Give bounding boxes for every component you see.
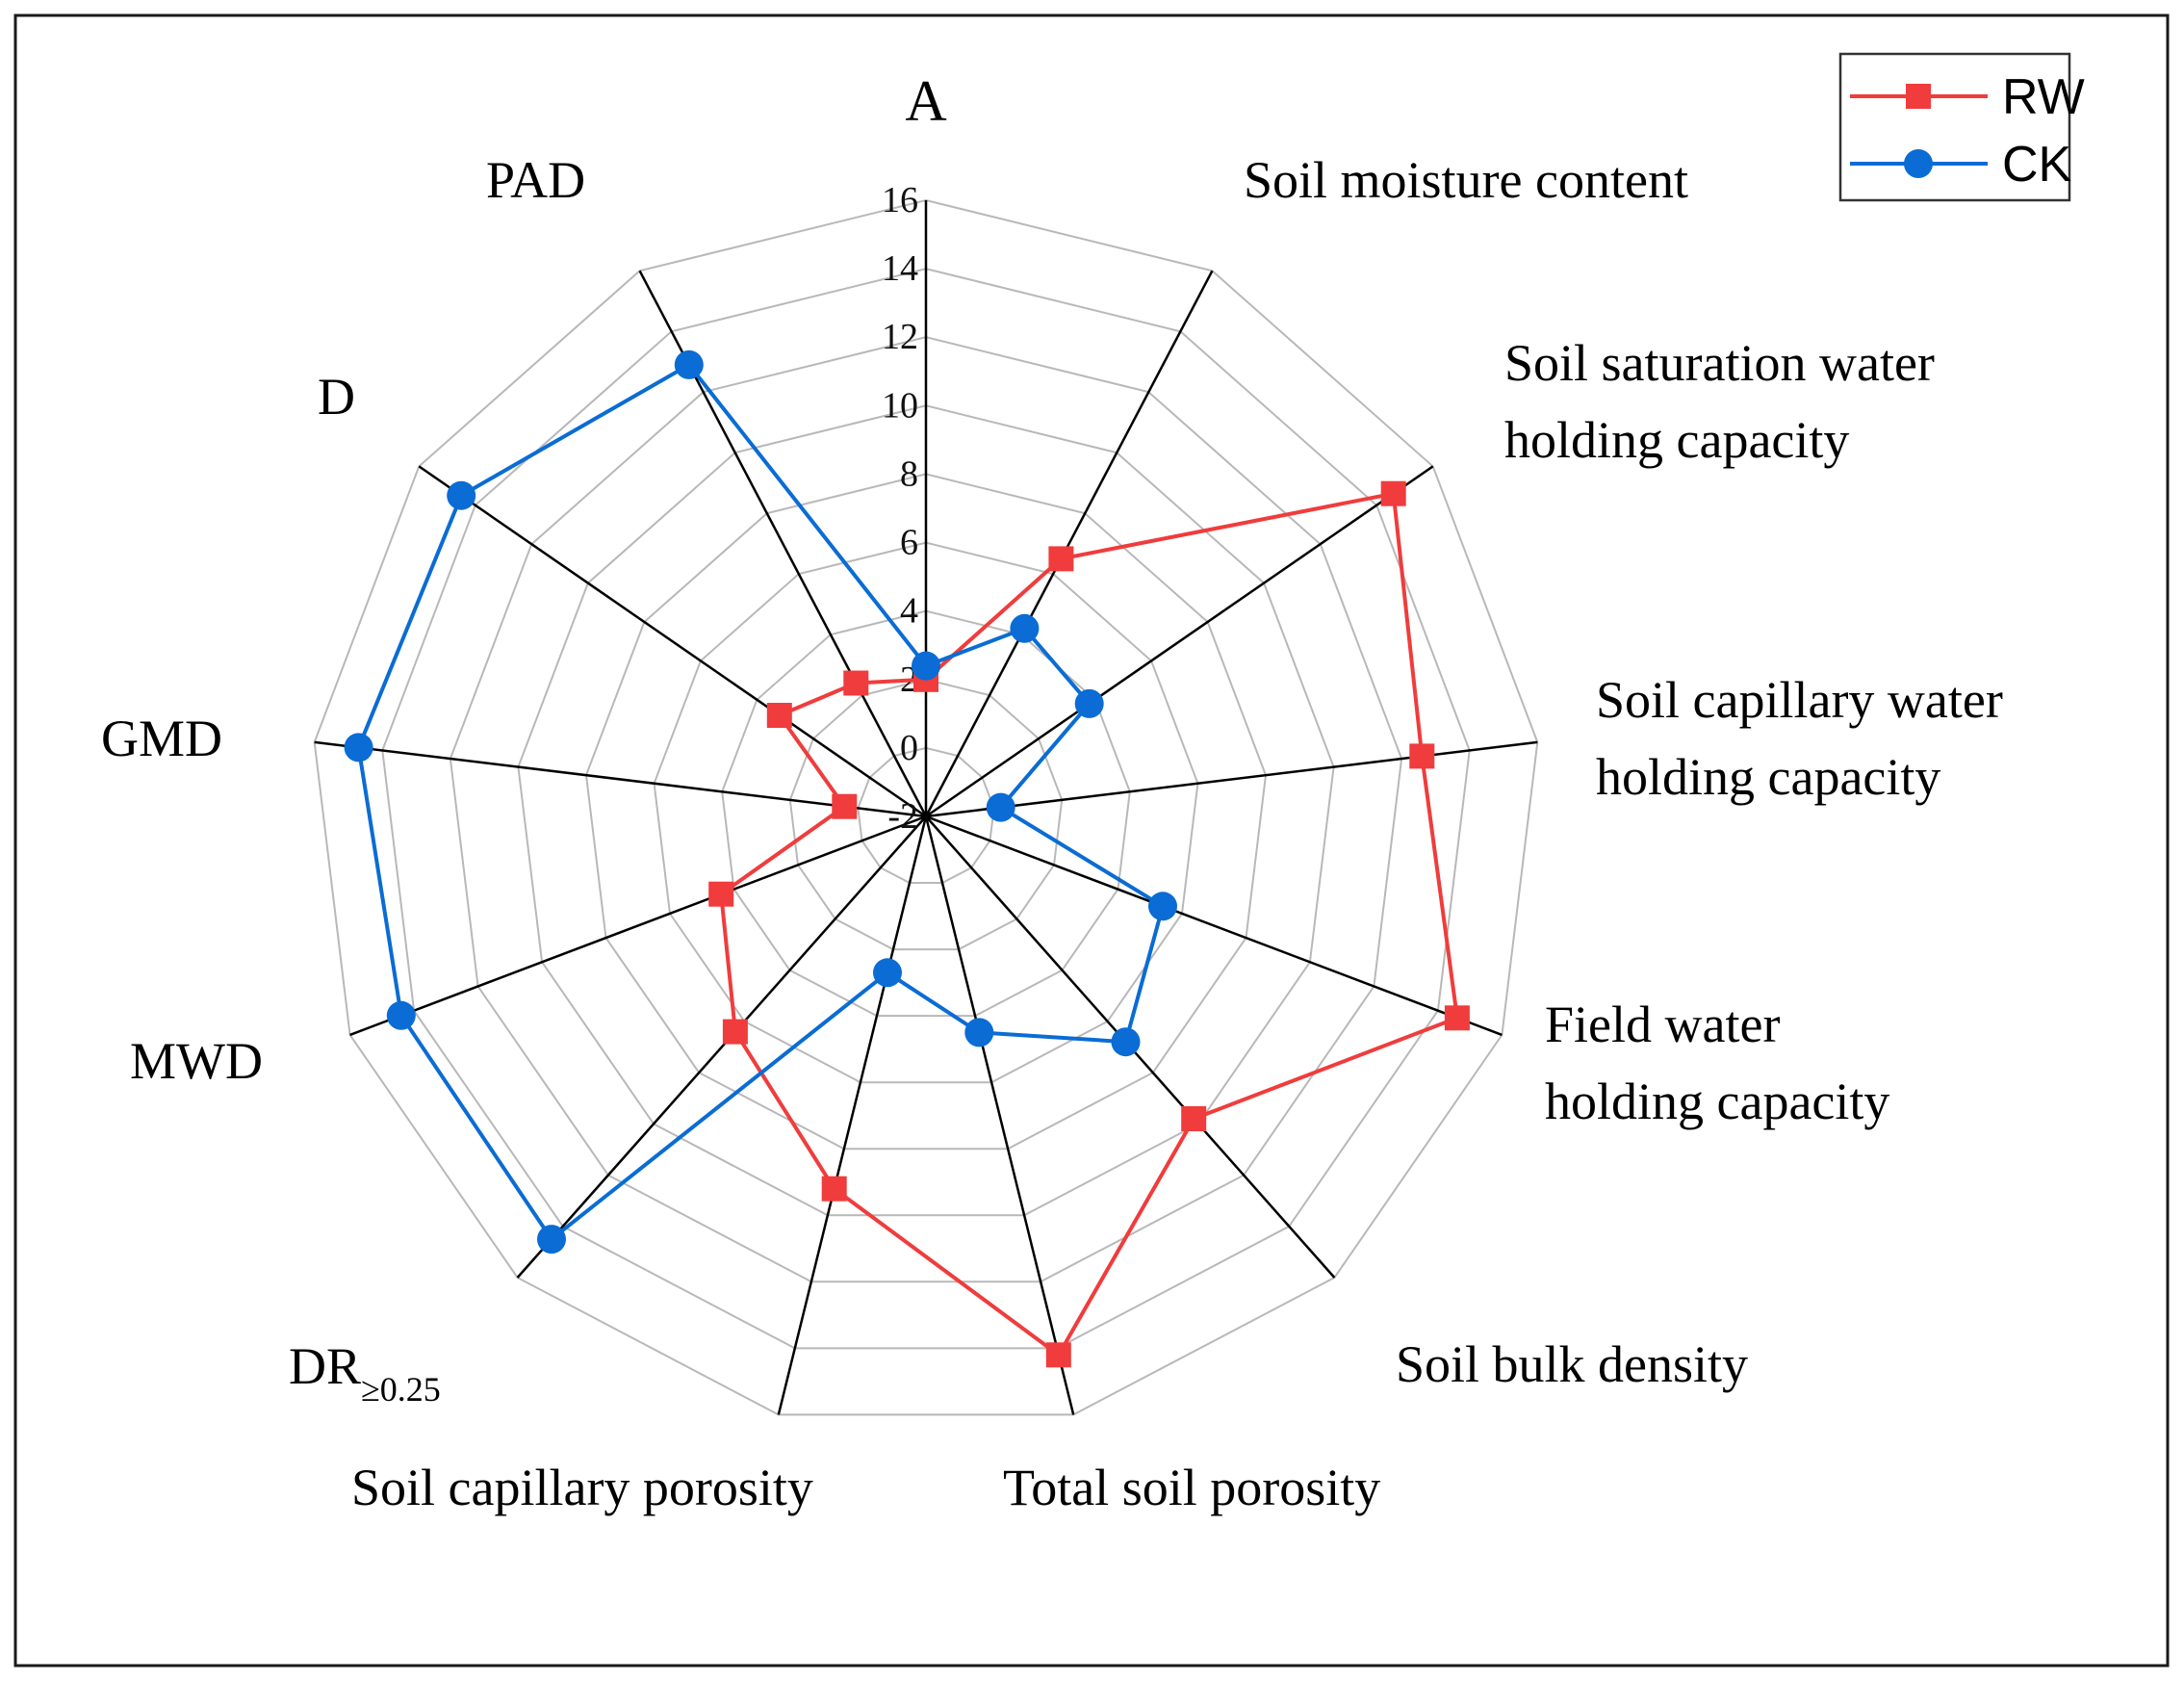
radial-tick-label: 10 [882,385,918,426]
grid-ring [788,678,1064,951]
axis-label-gmd: GMD [101,710,222,767]
data-point-rw-pad [843,670,869,696]
grid-ring [449,336,1403,1283]
data-point-ck-field-water-holding-capacity [1148,892,1177,921]
legend-label-rw: RW [2002,69,2085,125]
grid-ring [381,268,1471,1350]
grid-ring [653,541,1199,1084]
radar-grid [313,198,1539,1416]
axis-label-d: D [318,368,355,426]
data-point-ck-soil-bulk-density [1111,1027,1141,1057]
data-point-ck-a [912,651,940,681]
data-point-ck-d [447,480,476,510]
spoke-gmd [314,740,927,818]
grid-ring [721,609,1131,1018]
radial-tick-label: 8 [900,453,918,494]
legend-box [1838,52,2071,202]
axis-label-pad: PAD [486,151,585,209]
legend: RW CK [1838,52,2085,202]
radial-tick-label: 4 [900,591,918,632]
data-point-ck-gmd [344,733,373,763]
series-layer [344,349,1470,1368]
data-point-rw-soil-capillary-porosity [821,1176,847,1202]
data-point-rw-gmd [832,793,858,819]
axis-label-dr-0-25: DR≥0.25 [289,1337,441,1409]
grid-ring [313,198,1539,1416]
chart-frame [13,13,2170,1668]
series-line-rw [719,491,1459,1358]
axis-label-soil-moisture-content: Soil moisture content [1244,151,1688,209]
spoke-d [418,465,927,818]
series-ck [344,349,1177,1254]
radial-tick-label: -2 [887,796,918,837]
spoke-soil-saturation-water-holding-capacity [925,465,1434,818]
data-point-rw-soil-bulk-density [1181,1106,1207,1131]
spoke-field-water-holding-capacity [925,815,1503,1037]
spoke-soil-moisture-content [924,270,1214,817]
data-point-rw-total-soil-porosity [1045,1342,1071,1368]
radial-tick-label: 12 [882,317,918,357]
spoke-total-soil-porosity [924,815,1075,1415]
data-point-ck-soil-capillary-porosity [873,958,902,988]
data-point-rw-soil-saturation-water-holding-capacity [1380,480,1406,506]
spoke-soil-capillary-porosity [777,815,928,1415]
data-point-rw-d [766,703,792,728]
grid-ring [517,404,1335,1217]
data-point-rw-mwd [708,881,734,907]
panel-label: A [905,69,946,133]
spoke-dr-0-25 [516,815,927,1279]
spoke-soil-capillary-water-holding-capacity [925,740,1538,818]
data-point-ck-mwd [386,1000,416,1030]
axis-label-mwd: MWD [130,1032,263,1090]
spoke-mwd [349,815,927,1037]
data-point-ck-soil-moisture-content [1010,613,1040,643]
data-point-ck-soil-capillary-water-holding-capacity [986,792,1015,822]
radial-tick-label: 14 [882,248,918,289]
axis-label-total-soil-porosity: Total soil porosity [1003,1459,1380,1516]
data-point-ck-pad [674,349,704,379]
legend-marker-rw [1906,84,1931,109]
data-point-ck-total-soil-porosity [964,1018,994,1047]
grid-ring [584,473,1268,1151]
radial-tick-label: 0 [900,728,918,768]
data-point-ck-dr-0-25 [537,1225,566,1254]
data-point-rw-soil-capillary-water-holding-capacity [1409,743,1435,769]
data-point-rw-field-water-holding-capacity [1444,1005,1470,1031]
data-point-rw-dr-0-25 [722,1019,748,1045]
radial-tick-label: 6 [900,523,918,563]
legend-marker-ck [1904,149,1933,178]
axis-label-soil-bulk-density: Soil bulk density [1396,1335,1748,1393]
radial-tick-label: 16 [882,180,918,220]
axis-label-soil-capillary-porosity: Soil capillary porosity [351,1459,813,1516]
data-point-rw-soil-moisture-content [1048,546,1074,572]
series-line-ck [356,362,1165,1242]
data-point-ck-soil-saturation-water-holding-capacity [1074,688,1104,718]
legend-label-ck: CK [2002,137,2072,193]
